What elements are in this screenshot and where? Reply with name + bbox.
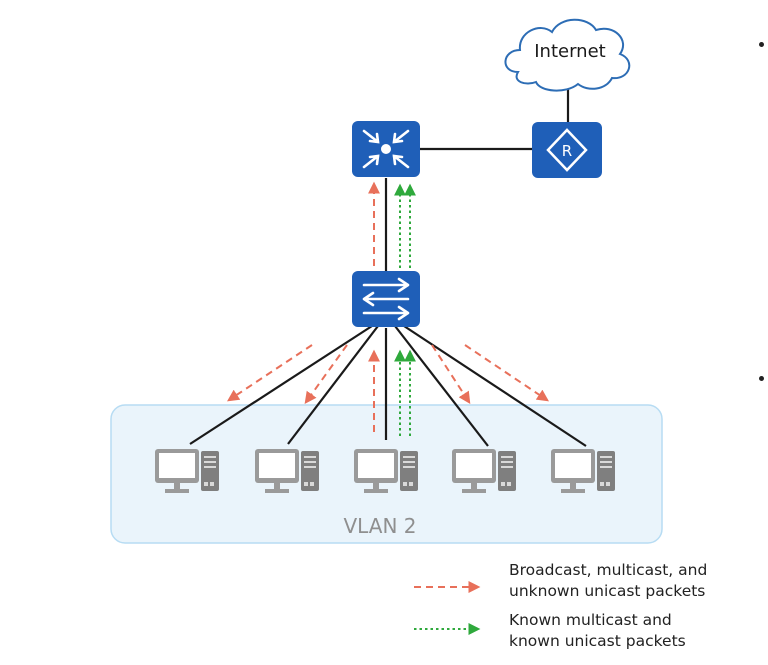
layer2-switch-icon xyxy=(352,271,420,327)
legend-broadcast-line1: Broadcast, multicast, and xyxy=(509,561,708,579)
legend-known: Known multicast and known unicast packet… xyxy=(509,610,686,652)
links xyxy=(189,80,587,447)
link-pc4 xyxy=(394,325,489,447)
red-arrow-pc4 xyxy=(431,344,471,405)
legend-broadcast: Broadcast, multicast, and unknown unicas… xyxy=(509,560,707,602)
red-arrow-pc1 xyxy=(226,344,313,402)
internet-label: Internet xyxy=(534,41,605,62)
link-pc1 xyxy=(189,325,373,445)
router-label: R xyxy=(562,142,572,160)
bullet-dot xyxy=(759,376,764,381)
broadcast-arrows xyxy=(226,181,549,593)
link-pc5 xyxy=(403,325,587,447)
vlan-label: VLAN 2 xyxy=(343,514,416,538)
layer3-switch-icon xyxy=(352,121,420,177)
bullet-dot xyxy=(759,42,764,47)
known-unicast-arrows xyxy=(394,183,481,635)
legend-broadcast-line2: unknown unicast packets xyxy=(509,582,706,600)
legend-known-line2: known unicast packets xyxy=(509,632,686,650)
cloud-icon xyxy=(504,18,631,92)
red-arrow-pc5 xyxy=(464,344,549,402)
link-pc2 xyxy=(287,325,379,445)
legend-known-line1: Known multicast and xyxy=(509,611,672,629)
router-icon xyxy=(532,122,602,178)
